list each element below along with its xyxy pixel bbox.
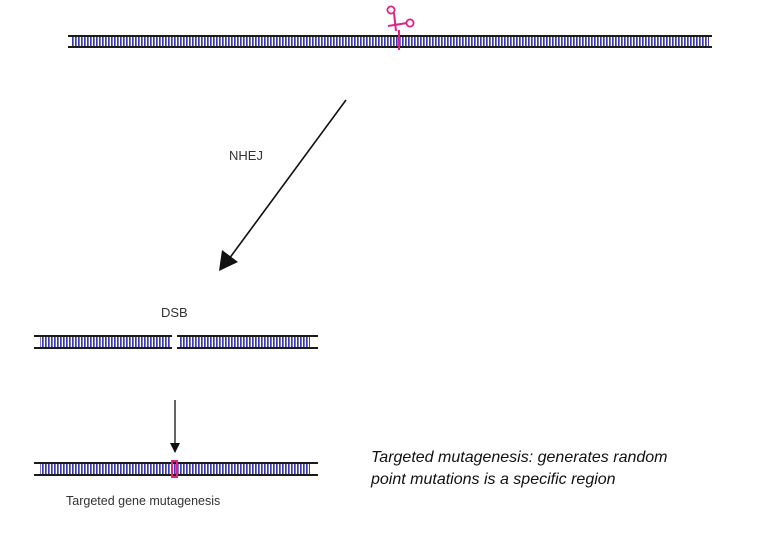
annotation-line-1: Targeted mutagenesis: generates random (371, 449, 668, 466)
annotation-text: Targeted mutagenesis: generates random p… (371, 447, 771, 491)
broken-dna-duplex (34, 335, 318, 349)
nhej-arrow (225, 99, 347, 264)
dsb-label: DSB (161, 305, 188, 320)
nhej-label: NHEJ (229, 148, 263, 163)
repaired-dna-duplex (34, 460, 318, 478)
result-caption: Targeted gene mutagenesis (66, 494, 221, 508)
scissors-icon (386, 5, 415, 32)
annotation-line-2: point mutations is a specific region (371, 471, 616, 488)
nhej-arrowhead (219, 250, 238, 271)
intact-dna-duplex (68, 30, 712, 50)
mutation-site (171, 460, 178, 478)
